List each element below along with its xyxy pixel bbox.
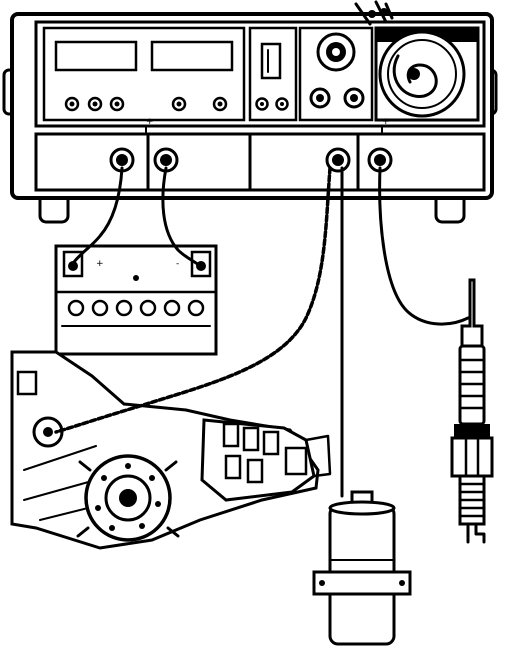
lead-battery-negative bbox=[161, 166, 202, 268]
distributor-towers bbox=[222, 422, 308, 484]
plug-ribs bbox=[458, 358, 486, 410]
battery: + - bbox=[54, 244, 218, 356]
plug-hex-nut bbox=[450, 436, 494, 478]
coil-bracket bbox=[312, 570, 412, 596]
distributor bbox=[10, 350, 332, 550]
lead-coiled-pickup-core bbox=[55, 167, 331, 433]
right-foot bbox=[434, 194, 466, 224]
battery-cell-caps bbox=[67, 299, 205, 317]
panel-mark-1: + bbox=[146, 117, 154, 127]
spark-plug bbox=[450, 278, 494, 544]
left-foot bbox=[38, 194, 70, 224]
engine-analyzer: + + bbox=[2, 0, 498, 224]
ignition-coil bbox=[312, 490, 412, 646]
selector-switch bbox=[260, 42, 282, 80]
lead-battery-positive bbox=[72, 166, 124, 264]
jack-coil[interactable] bbox=[325, 147, 351, 173]
meter-window-right bbox=[150, 40, 234, 72]
jack-spark-plug[interactable] bbox=[367, 147, 393, 173]
test-leads bbox=[54, 166, 470, 498]
lead-spark-plug bbox=[378, 166, 470, 326]
jack-panel bbox=[34, 132, 486, 192]
panel-mark-2: + bbox=[382, 117, 390, 127]
knob-row-left bbox=[64, 96, 228, 112]
pulley-bolts bbox=[95, 463, 161, 531]
battery-mark-positive: + bbox=[96, 259, 104, 269]
meter-window-left bbox=[54, 40, 138, 72]
battery-mark-negative: - bbox=[176, 259, 179, 269]
jack-battery-negative[interactable] bbox=[153, 147, 179, 173]
scope-trace bbox=[392, 54, 438, 98]
jack-battery-positive[interactable] bbox=[109, 147, 135, 173]
plug-lead-boot bbox=[460, 278, 484, 348]
